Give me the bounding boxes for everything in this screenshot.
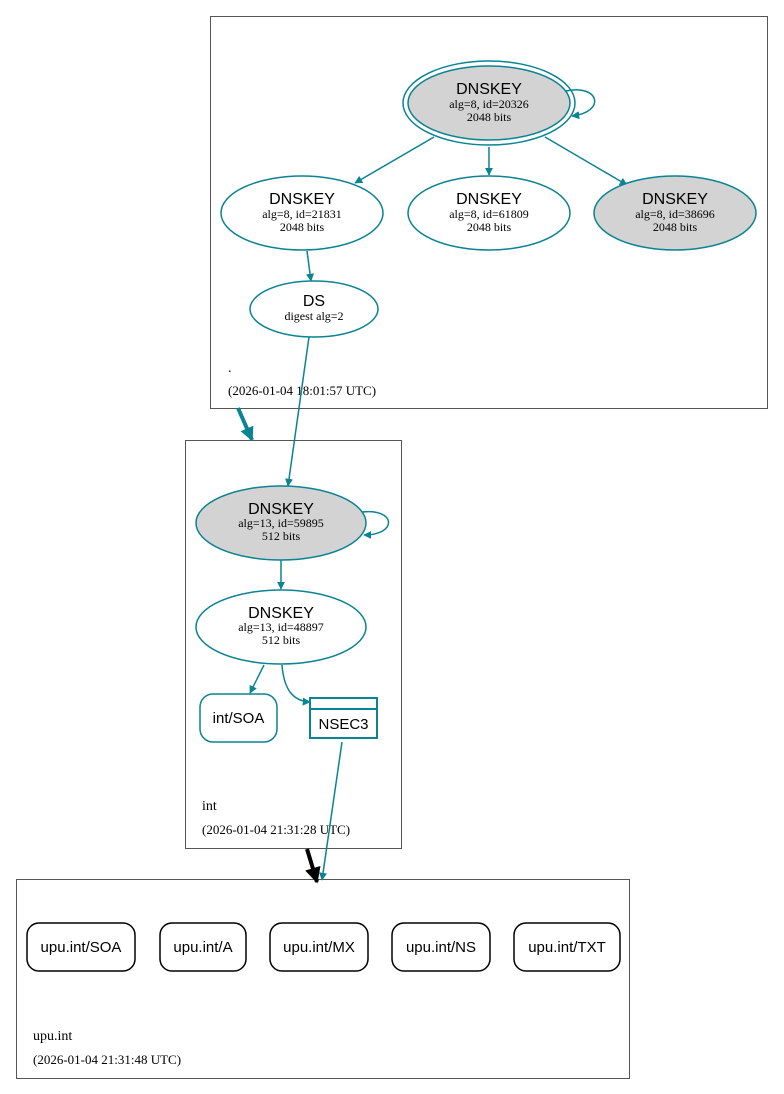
edge-root-ksk-self xyxy=(565,89,596,120)
node-int-soa[interactable]: int/SOA xyxy=(199,693,278,743)
edge-zsk-to-soa xyxy=(249,664,265,694)
edge-root-ksk-to-21831 xyxy=(354,136,435,184)
zone-root-box xyxy=(210,16,768,409)
node-int-zsk-line1: alg=13, id=48897 xyxy=(238,620,324,634)
zone-int-box xyxy=(185,440,402,849)
node-root-ksk-line2: 2048 bits xyxy=(467,110,512,124)
node-root-ksk-line1: alg=8, id=20326 xyxy=(449,97,529,111)
zone-root-name: . xyxy=(228,361,232,376)
record-upu-txt-label: upu.int/TXT xyxy=(528,939,606,956)
record-upu-soa[interactable]: upu.int/SOA xyxy=(26,922,136,972)
node-root-key-61809-title: DNSKEY xyxy=(456,191,522,208)
node-root-key-61809[interactable]: DNSKEY alg=8, id=61809 2048 bits xyxy=(407,175,571,251)
node-int-zsk-title: DNSKEY xyxy=(248,605,314,622)
upu-records: upu.int/SOA upu.int/A upu.int/MX upu.int… xyxy=(26,922,621,972)
node-root-key-38696-shape xyxy=(593,175,757,251)
zone-upu-box xyxy=(16,879,630,1079)
record-upu-txt-shape xyxy=(513,922,621,972)
edge-delegation-root-int xyxy=(236,407,254,442)
edge-delegation-int-upu xyxy=(305,848,321,884)
record-upu-mx-shape xyxy=(269,922,369,972)
edge-int-ksk-self xyxy=(361,510,390,539)
node-int-ksk-shape xyxy=(195,485,367,561)
node-int-soa-label: int/SOA xyxy=(213,710,265,727)
record-upu-soa-label: upu.int/SOA xyxy=(41,939,122,956)
zone-upu-name: upu.int xyxy=(33,1029,72,1044)
record-upu-txt[interactable]: upu.int/TXT xyxy=(513,922,621,972)
record-upu-mx-label: upu.int/MX xyxy=(283,939,355,956)
node-int-ksk[interactable]: DNSKEY alg=13, id=59895 512 bits xyxy=(195,485,367,561)
edge-nsec3-to-upu xyxy=(319,741,343,881)
node-int-ds-shape xyxy=(249,280,379,338)
node-root-key-21831-title: DNSKEY xyxy=(269,191,335,208)
node-int-ksk-line1: alg=13, id=59895 xyxy=(238,516,324,530)
node-root-key-61809-shape xyxy=(407,175,571,251)
zone-int-name: int xyxy=(202,799,217,814)
node-root-key-38696-line1: alg=8, id=38696 xyxy=(635,207,715,221)
record-upu-ns[interactable]: upu.int/NS xyxy=(391,922,491,972)
node-root-ksk-outer xyxy=(402,60,576,146)
record-upu-a-shape xyxy=(159,922,247,972)
node-root-key-21831[interactable]: DNSKEY alg=8, id=21831 2048 bits xyxy=(220,175,384,251)
node-int-nsec3-label: NSEC3 xyxy=(318,716,368,733)
node-root-ksk[interactable]: DNSKEY alg=8, id=20326 2048 bits xyxy=(402,60,576,146)
zone-upu-timestamp: (2026-01-04 21:31:48 UTC) xyxy=(33,1052,181,1067)
node-root-key-38696-line2: 2048 bits xyxy=(653,220,698,234)
node-int-soa-shape xyxy=(199,693,278,743)
node-int-ds-title: DS xyxy=(303,293,325,310)
node-root-key-21831-line1: alg=8, id=21831 xyxy=(262,207,342,221)
node-int-zsk[interactable]: DNSKEY alg=13, id=48897 512 bits xyxy=(195,589,367,665)
node-root-ksk-title: DNSKEY xyxy=(456,81,522,98)
record-upu-a[interactable]: upu.int/A xyxy=(159,922,247,972)
edge-root-ksk-to-38696 xyxy=(544,136,628,186)
edge-zsk-to-nsec3 xyxy=(281,664,311,706)
zone-int: int (2026-01-04 21:31:28 UTC) xyxy=(185,440,402,849)
zone-upu: upu.int (2026-01-04 21:31:48 UTC) xyxy=(16,879,630,1079)
edge-21831-to-ds xyxy=(306,250,315,282)
node-root-ksk-inner xyxy=(407,65,571,141)
record-upu-soa-shape xyxy=(26,922,136,972)
node-int-nsec3-shape xyxy=(309,697,378,739)
zone-int-timestamp: (2026-01-04 21:31:28 UTC) xyxy=(202,822,350,837)
node-int-ksk-title: DNSKEY xyxy=(248,501,314,518)
edges xyxy=(236,89,628,884)
node-int-zsk-line2: 512 bits xyxy=(262,633,301,647)
record-upu-mx[interactable]: upu.int/MX xyxy=(269,922,369,972)
node-int-ksk-line2: 512 bits xyxy=(262,529,301,543)
node-int-nsec3[interactable]: NSEC3 xyxy=(309,697,378,739)
record-upu-a-label: upu.int/A xyxy=(173,939,232,956)
node-root-key-21831-shape xyxy=(220,175,384,251)
edge-ds-to-int-ksk xyxy=(285,336,310,487)
node-root-key-61809-line1: alg=8, id=61809 xyxy=(449,207,529,221)
node-root-key-21831-line2: 2048 bits xyxy=(280,220,325,234)
record-upu-ns-label: upu.int/NS xyxy=(406,939,476,956)
node-int-ds[interactable]: DS digest alg=2 xyxy=(249,280,379,338)
record-upu-ns-shape xyxy=(391,922,491,972)
node-root-key-61809-line2: 2048 bits xyxy=(467,220,512,234)
node-int-zsk-shape xyxy=(195,589,367,665)
node-root-key-38696[interactable]: DNSKEY alg=8, id=38696 2048 bits xyxy=(593,175,757,251)
node-int-ds-line1: digest alg=2 xyxy=(284,309,343,323)
node-root-key-38696-title: DNSKEY xyxy=(642,191,708,208)
